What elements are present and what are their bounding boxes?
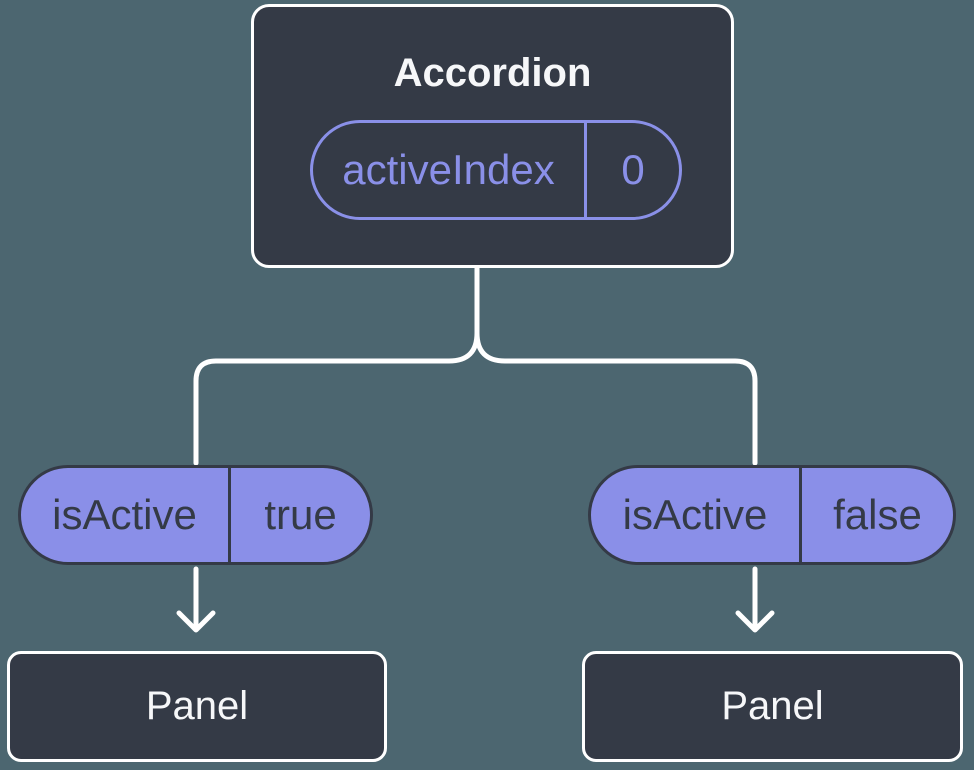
prop-pill-label: isActive (591, 468, 802, 562)
node-panel-title: Panel (145, 684, 249, 728)
prop-pill-isactive-left: isActive true (18, 465, 373, 565)
node-panel-left: Panel (7, 651, 387, 762)
arrow-down-icon (176, 566, 216, 633)
prop-pill-value: false (833, 491, 922, 538)
node-panel-title: Panel (721, 684, 824, 728)
state-pill-activeindex: activeIndex 0 (310, 120, 682, 220)
connector-root-to-left (193, 266, 480, 466)
prop-pill-value: true (264, 491, 337, 538)
state-pill-value: 0 (621, 146, 645, 193)
node-panel-right: Panel (582, 651, 963, 762)
arrow-down-icon (735, 566, 775, 633)
state-pill-label: activeIndex (313, 123, 587, 217)
node-accordion-title: Accordion (393, 51, 592, 95)
connector-root-to-right (474, 266, 758, 466)
prop-pill-isactive-right: isActive false (588, 465, 956, 565)
prop-pill-label: isActive (21, 468, 231, 562)
node-accordion: Accordion activeIndex 0 (251, 4, 734, 268)
